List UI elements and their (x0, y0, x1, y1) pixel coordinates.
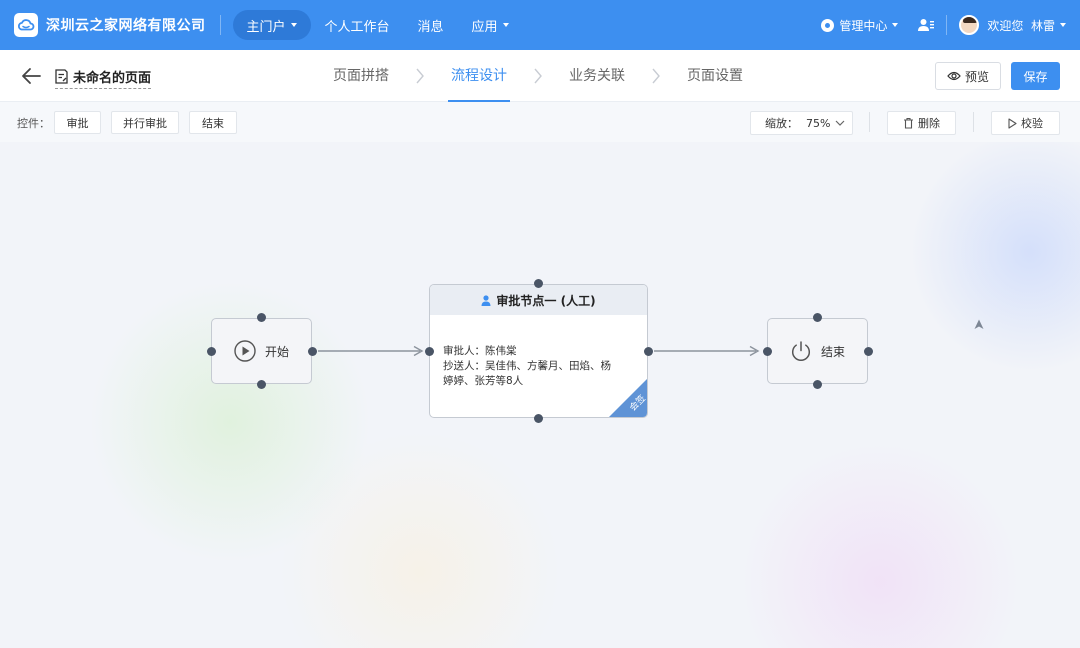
nav-label: 消息 (417, 19, 444, 35)
chevron-right-icon (392, 68, 448, 84)
nav-item-apps[interactable]: 应用 (458, 10, 523, 40)
preview-button[interactable]: 预览 (935, 62, 1001, 90)
page-title[interactable]: 未命名的页面 (55, 67, 152, 89)
approver-text: 审批人：陈伟棠 (443, 345, 517, 357)
connector-arrow[interactable] (316, 345, 428, 357)
delete-button[interactable]: 删除 (887, 111, 956, 135)
admin-center-menu[interactable]: 管理中心 (821, 17, 899, 34)
tab-business-link[interactable]: 业务关联 (569, 68, 625, 84)
power-icon (791, 341, 810, 362)
cloud-logo-icon (14, 13, 38, 37)
play-outline-icon (1008, 117, 1017, 129)
connector-dot[interactable] (644, 347, 653, 356)
start-node[interactable]: 开始 (211, 318, 312, 384)
countersign-badge (609, 379, 647, 417)
user-menu[interactable]: 欢迎您 林雷 (987, 17, 1066, 34)
top-nav-bar: 深圳云之家网络有限公司 主门户 个人工作台 消息 应用 管理中心 欢迎您 林雷 (0, 0, 1080, 50)
connector-dot[interactable] (257, 380, 266, 389)
end-node[interactable]: 结束 (767, 318, 868, 384)
delete-label: 删除 (918, 117, 940, 130)
cc-text: 抄送人：吴佳伟、方馨月、田焰、杨婷婷、张芳等8人 (443, 360, 611, 387)
welcome-text: 欢迎您 林雷 (987, 18, 1055, 33)
approval-node[interactable]: 审批节点一 (人工) 审批人：陈伟棠 抄送人：吴佳伟、方馨月、田焰、杨婷婷、张芳… (429, 284, 648, 418)
connector-dot[interactable] (534, 414, 543, 423)
tab-page-build[interactable]: 页面拼搭 (333, 68, 389, 84)
divider (869, 112, 870, 132)
step-tabs: 页面拼搭 流程设计 业务关联 页面设置 (330, 50, 746, 102)
zoom-value: 75% (806, 116, 831, 130)
caret-down-icon (1060, 23, 1066, 27)
divider (946, 15, 948, 35)
nav-item-messages[interactable]: 消息 (404, 10, 458, 40)
canvas-toolbar: 控件： 审批 并行审批 结束 缩放： 75% 删除 校验 (0, 102, 1080, 142)
connector-dot[interactable] (207, 347, 216, 356)
connector-dot[interactable] (308, 347, 317, 356)
page-header: 未命名的页面 页面拼搭 流程设计 业务关联 页面设置 预览 保存 (0, 50, 1080, 102)
connector-dot[interactable] (257, 313, 266, 322)
save-button[interactable]: 保存 (1011, 62, 1060, 90)
nav-label: 应用 (471, 19, 498, 35)
chevron-right-icon (510, 68, 566, 84)
flow-canvas[interactable]: 开始 审批节点一 (人工) 审批人：陈伟棠 抄送人：吴佳伟、方馨月、田焰、杨婷婷… (0, 142, 1080, 648)
page-title-text: 未命名的页面 (73, 71, 152, 86)
divider (973, 112, 974, 132)
caret-down-icon (892, 23, 899, 27)
control-approval[interactable]: 审批 (54, 111, 101, 134)
nav-label: 主门户 (246, 19, 286, 35)
chevron-right-icon (628, 68, 684, 84)
validate-button[interactable]: 校验 (991, 111, 1060, 135)
zoom-label: 缩放： (765, 117, 798, 130)
company-name: 深圳云之家网络有限公司 (46, 18, 206, 34)
nav-label: 个人工作台 (324, 19, 390, 35)
settings-icon (821, 18, 835, 32)
play-circle-icon (234, 340, 256, 362)
connector-dot[interactable] (813, 313, 822, 322)
tab-page-settings[interactable]: 页面设置 (687, 68, 743, 84)
nav-item-workspace[interactable]: 个人工作台 (311, 10, 404, 40)
contacts-icon[interactable] (918, 18, 935, 32)
validate-label: 校验 (1021, 117, 1043, 130)
eye-icon (947, 71, 961, 81)
trash-icon (904, 117, 913, 129)
connector-dot[interactable] (763, 347, 772, 356)
zoom-select[interactable]: 缩放： 75% (750, 111, 853, 135)
tab-flow-design[interactable]: 流程设计 (448, 50, 510, 102)
back-arrow-icon[interactable] (20, 66, 42, 86)
document-edit-icon (55, 69, 68, 84)
user-icon (481, 294, 491, 306)
top-right: 管理中心 欢迎您 林雷 (821, 15, 1066, 35)
caret-down-icon (290, 23, 297, 27)
admin-center-label: 管理中心 (839, 18, 888, 33)
main-nav: 主门户 个人工作台 消息 应用 (232, 10, 523, 40)
divider (219, 15, 221, 35)
control-end[interactable]: 结束 (189, 111, 237, 134)
approval-node-title: 审批节点一 (人工) (496, 293, 596, 308)
mouse-cursor-icon (974, 319, 984, 329)
approval-node-header: 审批节点一 (人工) (430, 285, 647, 315)
connector-dot[interactable] (813, 380, 822, 389)
end-node-label: 结束 (820, 344, 845, 359)
approval-node-body: 审批人：陈伟棠 抄送人：吴佳伟、方馨月、田焰、杨婷婷、张芳等8人 (430, 315, 620, 389)
controls-label: 控件： (17, 117, 50, 130)
connector-dot[interactable] (534, 279, 543, 288)
connector-dot[interactable] (864, 347, 873, 356)
preview-label: 预览 (964, 69, 989, 84)
connector-dot[interactable] (425, 347, 434, 356)
brand[interactable]: 深圳云之家网络有限公司 (14, 13, 206, 37)
caret-down-icon (502, 23, 509, 27)
user-avatar[interactable] (959, 15, 980, 35)
nav-item-portal[interactable]: 主门户 (232, 10, 311, 40)
start-node-label: 开始 (264, 344, 289, 359)
control-parallel-approval[interactable]: 并行审批 (111, 111, 179, 134)
chevron-down-icon (835, 120, 845, 126)
connector-arrow[interactable] (652, 345, 764, 357)
